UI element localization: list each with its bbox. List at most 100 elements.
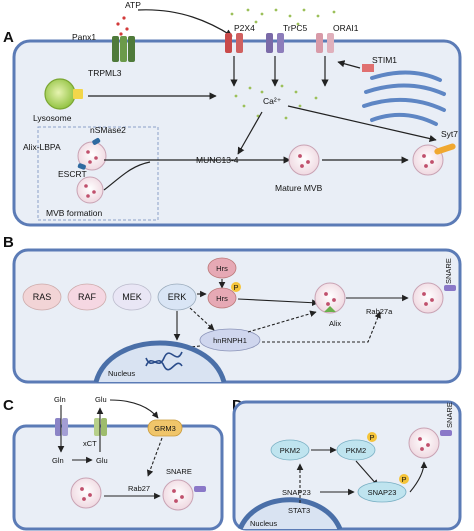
forming-mvb: [77, 138, 107, 171]
escrt-label: ESCRT: [58, 169, 87, 179]
hrs-to-mvb-arrow: [237, 298, 319, 306]
grm3-node: GRM3: [147, 419, 183, 437]
syt7-label: Syt7: [441, 129, 458, 139]
er-membrane: [362, 70, 446, 126]
atp-label: ATP: [125, 0, 141, 10]
ca-to-syt7-arrow: [287, 105, 437, 143]
panel-c-mvb: [70, 477, 102, 509]
hrs-top-label: Hrs: [216, 264, 228, 273]
panel-b-cell: [12, 248, 462, 384]
pkm2-right-label: PKM2: [346, 446, 366, 455]
hnrnph1-node: hnRNPH1: [199, 328, 261, 352]
snap23-left-label: SNAP23: [282, 488, 311, 497]
lysosome: [44, 78, 76, 110]
ca-label: Ca²⁺: [263, 96, 282, 106]
trpc5-channel: [266, 33, 284, 53]
pkm2-right-node: PKM2 P: [336, 432, 377, 461]
panel-b-nucleus-label: Nucleus: [108, 369, 135, 378]
rab27-label: Rab27: [128, 484, 150, 493]
ras-label: RAS: [33, 292, 52, 302]
hrs-label: Hrs: [216, 294, 228, 303]
panel-d-nucleus: [237, 497, 343, 531]
grm3-label: GRM3: [154, 424, 176, 433]
mvb-formation-curve: [103, 161, 151, 191]
cytosolic-ca-dots: [234, 84, 318, 120]
hnrnph1-to-rab27a-arrow: [262, 311, 381, 343]
erk-to-hnrnph1-arrow: [189, 307, 215, 331]
panel-c-snare-mvb: [162, 479, 206, 511]
hrs-p-node: Hrs P: [207, 282, 241, 309]
docked-mvb: [412, 143, 456, 176]
early-mvb: [76, 176, 104, 204]
munc13-label: MUNC13-4: [196, 155, 239, 165]
ca-to-munc-arrow: [237, 111, 263, 155]
alix-lbpa-label: Alix-LBPA: [23, 142, 61, 152]
hnrnph1-to-alix-arrow: [247, 310, 317, 333]
lysosome-label: Lysosome: [33, 113, 72, 123]
pkm2-left-node: PKM2: [270, 439, 310, 461]
panel-d-nucleus-label: Nucleus: [250, 519, 277, 528]
snap23-phospho-label: P: [401, 475, 406, 484]
hrs-phospho-label: P: [233, 283, 238, 292]
p2x4-channel: [225, 33, 243, 53]
xct-label: xCT: [83, 439, 97, 448]
panel-c-cell: [12, 424, 224, 531]
panel-b-snare-mvb: [412, 282, 456, 314]
gln-bottom-label: Gln: [52, 456, 64, 465]
panel-b-nucleus: [93, 340, 227, 383]
atp-dots: [116, 16, 129, 36]
trpc5-label: TrPC5: [283, 23, 308, 33]
glu-top-label: Glu: [95, 395, 107, 404]
panel-b-letter: B: [3, 234, 14, 251]
rab27a-label: Rab27a: [366, 307, 393, 316]
panel-b-mvb: [314, 282, 346, 314]
panel-d-snare-label: SNARE: [445, 402, 454, 428]
erk-label: ERK: [168, 292, 187, 302]
pkm2-to-snap23-arrow: [355, 460, 379, 487]
glu-bottom-label: Glu: [96, 456, 108, 465]
panel-c-letter: C: [3, 397, 14, 414]
snap23-to-mvb-arrow: [409, 461, 428, 493]
hrs-top-node: Hrs: [207, 257, 237, 279]
panel-b-snare-label: SNARE: [444, 258, 453, 284]
stim1-label: STIM1: [372, 55, 397, 65]
pkm2-phospho-label: P: [369, 433, 374, 442]
panx1-channel: [112, 36, 135, 62]
gln-top-label: Gln: [54, 395, 66, 404]
xct-transporter: [94, 418, 107, 436]
stat3-label: STAT3: [288, 506, 310, 515]
mvb-formation-label: MVB formation: [46, 208, 102, 218]
raf-label: RAF: [78, 292, 97, 302]
trpml3-label: TRPML3: [88, 68, 122, 78]
alix-label: Alix: [329, 319, 341, 328]
extracellular-ca-dots: [230, 8, 336, 26]
stim1-marker: [362, 64, 374, 72]
p2x4-label: P2X4: [234, 23, 255, 33]
snap23-right-label: SNAP23: [368, 488, 397, 497]
hnrnph1-label: hnRNPH1: [213, 336, 247, 345]
snap23-right-node: SNAP23 P: [357, 474, 409, 503]
mature-mvb-label: Mature MVB: [275, 183, 323, 193]
panel-d-mvb: [408, 427, 452, 459]
panel-a-letter: A: [3, 29, 14, 46]
trpml3-channel: [73, 89, 83, 99]
mature-mvb: [288, 144, 320, 176]
glu-to-grm3-arrow: [109, 399, 159, 419]
atp-arrow: [137, 9, 233, 37]
stim1-arrow: [337, 60, 361, 69]
mvb-formation-box: [37, 126, 159, 221]
orai1-channel: [316, 33, 334, 53]
ras-node: RAS: [22, 283, 62, 311]
gln-transporter: [55, 418, 68, 436]
orai1-label: ORAI1: [333, 23, 359, 33]
mek-node: MEK: [112, 283, 152, 311]
pkm2-left-label: PKM2: [280, 446, 300, 455]
nsmase2-label: nSMase2: [90, 125, 126, 135]
grm3-to-rab27-arrow: [146, 437, 163, 477]
panel-d-cell: [232, 400, 462, 531]
raf-node: RAF: [67, 283, 107, 311]
erk-node: ERK: [157, 283, 197, 311]
mek-label: MEK: [122, 292, 142, 302]
